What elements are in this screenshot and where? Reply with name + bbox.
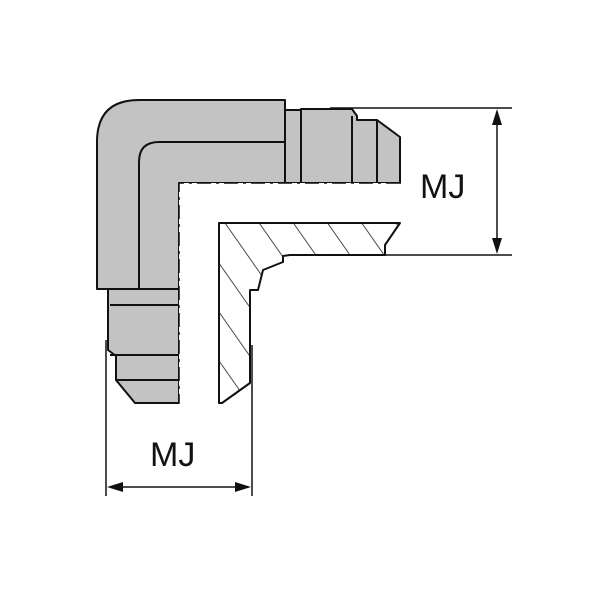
arrow-right-icon bbox=[235, 482, 251, 492]
dimension-label-bottom: MJ bbox=[150, 436, 195, 474]
dimension-label-right: MJ bbox=[420, 168, 465, 206]
hatched-section bbox=[218, 222, 401, 404]
arrow-left-icon bbox=[107, 482, 123, 492]
right-nut bbox=[284, 109, 302, 184]
elbow-inner-contour bbox=[138, 141, 285, 289]
arrow-down-icon bbox=[492, 238, 502, 254]
bottom-nut bbox=[107, 288, 180, 404]
bore-centerline bbox=[178, 182, 400, 403]
bore-section bbox=[179, 183, 400, 403]
right-thread bbox=[300, 108, 401, 184]
arrow-up-icon bbox=[492, 109, 502, 125]
